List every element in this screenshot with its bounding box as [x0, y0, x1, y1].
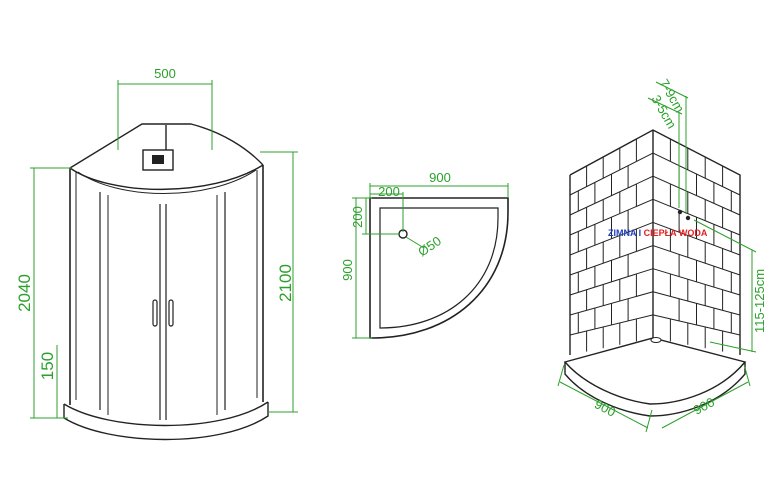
tray-inner-outline: [379, 207, 499, 329]
iso-wall-outline: [569, 129, 741, 355]
water-label: ZIMNA I CIEPŁA WODA: [608, 228, 708, 238]
water-label-cold: ZIMNA I: [608, 228, 644, 238]
tile-row-left: [569, 198, 654, 236]
tray-top-arc: [63, 401, 269, 427]
dim-valve-label: 115-125cm: [752, 269, 767, 333]
door-handle-left-icon: [152, 299, 158, 327]
dim-pipe-offset-leader: [647, 97, 683, 115]
dim-base-right-ext: [743, 363, 751, 387]
dim-2040-label: 2040: [15, 274, 34, 312]
front-view: 500 2040 150 2100: [15, 66, 298, 441]
iso-view: [563, 129, 747, 417]
dim-200x-label: 200: [378, 184, 400, 199]
tile-row-right: [652, 198, 741, 236]
dim-200y-label: 200: [350, 206, 365, 228]
tray-outer-outline: [369, 197, 509, 339]
cabin-top-front-arc-inner: [77, 169, 257, 194]
dim-drain-leader: [405, 236, 425, 249]
iso-tray-top: [563, 337, 747, 405]
dim-drain-label: Ø50: [415, 233, 444, 259]
dim-top-900-label: 900: [429, 170, 451, 185]
cabin-top-outline: [69, 123, 264, 169]
tray-body: [63, 402, 269, 441]
dim-base-right-line: [661, 381, 749, 429]
top-view: 900 200 200 900 Ø50: [340, 170, 509, 339]
dim-base-left-ext-a: [557, 364, 565, 387]
dim-2100-label: 2100: [276, 264, 295, 302]
dim-base-left-ext-b: [645, 409, 653, 433]
iso-dimensions: 7-9cm 3-5cm 115-125cm 900 900 ZIMNA I CI…: [557, 76, 767, 433]
dim-150-label: 150: [38, 352, 57, 380]
iso-drain-icon: [650, 337, 662, 343]
door-handle-right-icon: [168, 299, 174, 327]
hot-water-pipe-icon: [685, 215, 691, 221]
dim-valve-ext-bottom: [709, 341, 757, 353]
cold-water-pipe-icon: [677, 209, 683, 215]
dim-base-left-line: [559, 381, 649, 429]
dim-valve-ext-top: [693, 219, 757, 253]
dim-width-label: 500: [154, 66, 176, 81]
dim-base-right-label: 900: [691, 394, 717, 417]
overhead-light-inner: [152, 155, 164, 164]
dim-left-900-label: 900: [340, 259, 355, 281]
water-label-hot: CIEPŁA WODA: [644, 228, 708, 238]
dim-pipe-spacing-leader: [655, 81, 689, 99]
dim-base-left-label: 900: [592, 396, 618, 419]
